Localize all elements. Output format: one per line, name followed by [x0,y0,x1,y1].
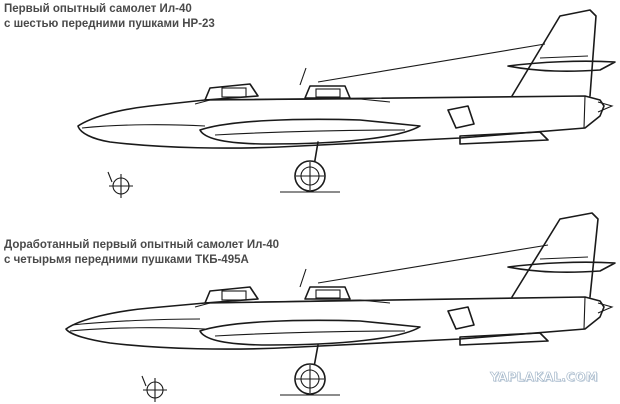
horizontal-stabilizer [507,60,616,72]
caption-top-line1: Первый опытный самолет Ил-40 [4,3,192,15]
caption-bottom-line1: Доработанный первый опытный самолет Ил-4… [4,239,280,251]
rear-canopy-window [315,88,341,98]
aircraft-bottom [65,212,616,402]
tail-cone-line [583,296,586,330]
tail-cap [597,302,614,314]
nose-wheel-stem [107,171,113,183]
wing [459,332,549,346]
fuselage-outline [65,296,605,350]
nose-line-2 [71,318,201,326]
tail-fin-rib [539,55,589,59]
front-canopy [204,286,259,304]
cockpit-fairing [194,98,391,105]
tail-fin [511,9,597,97]
front-canopy-window [221,87,247,98]
tail-cap [597,101,614,113]
horizontal-stabilizer [507,261,616,273]
main-wheel-cross [296,162,324,190]
caption-bottom: Доработанный первый опытный самолет Ил-4… [4,238,279,268]
main-wheel-cross [296,365,324,393]
antenna [299,268,307,288]
rear-canopy-window [315,289,341,299]
side-intake [447,105,475,129]
rear-canopy [304,286,351,300]
tail-fin [511,212,599,298]
aircraft-drawing-bottom [65,212,616,402]
front-canopy-window [221,290,247,301]
caption-bottom-line2: с четырьмя передними пушками ТКБ-495А [4,254,249,266]
dorsal-spine [317,43,546,83]
caption-top: Первый опытный самолет Ил-40 с шестью пе… [4,2,215,32]
nose-line [69,327,206,332]
site-watermark: YAPLAKAL.COM [490,370,598,385]
nacelle-line [214,129,406,136]
side-intake [447,306,475,330]
nose-wheel-stem [141,375,147,387]
engine-nacelle [199,319,421,346]
wing [459,131,549,145]
engine-nacelle [199,118,421,145]
dorsal-spine [317,244,549,284]
antenna [299,67,307,86]
aircraft-top [77,9,616,198]
aircraft-drawing-top [77,9,616,198]
tail-fin-rib [539,256,589,260]
main-gear-strut [313,344,319,368]
nose-line [81,124,206,129]
cockpit-fairing [194,299,391,308]
nose-wheel-cross [143,378,167,402]
nacelle-line [214,330,406,337]
fuselage-outline [77,95,605,149]
nose-wheel-cross [109,174,133,198]
caption-top-line2: с шестью передними пушками НР-23 [4,18,215,30]
rear-canopy [304,85,351,99]
front-canopy [204,83,259,101]
tail-cone-line [583,95,586,129]
